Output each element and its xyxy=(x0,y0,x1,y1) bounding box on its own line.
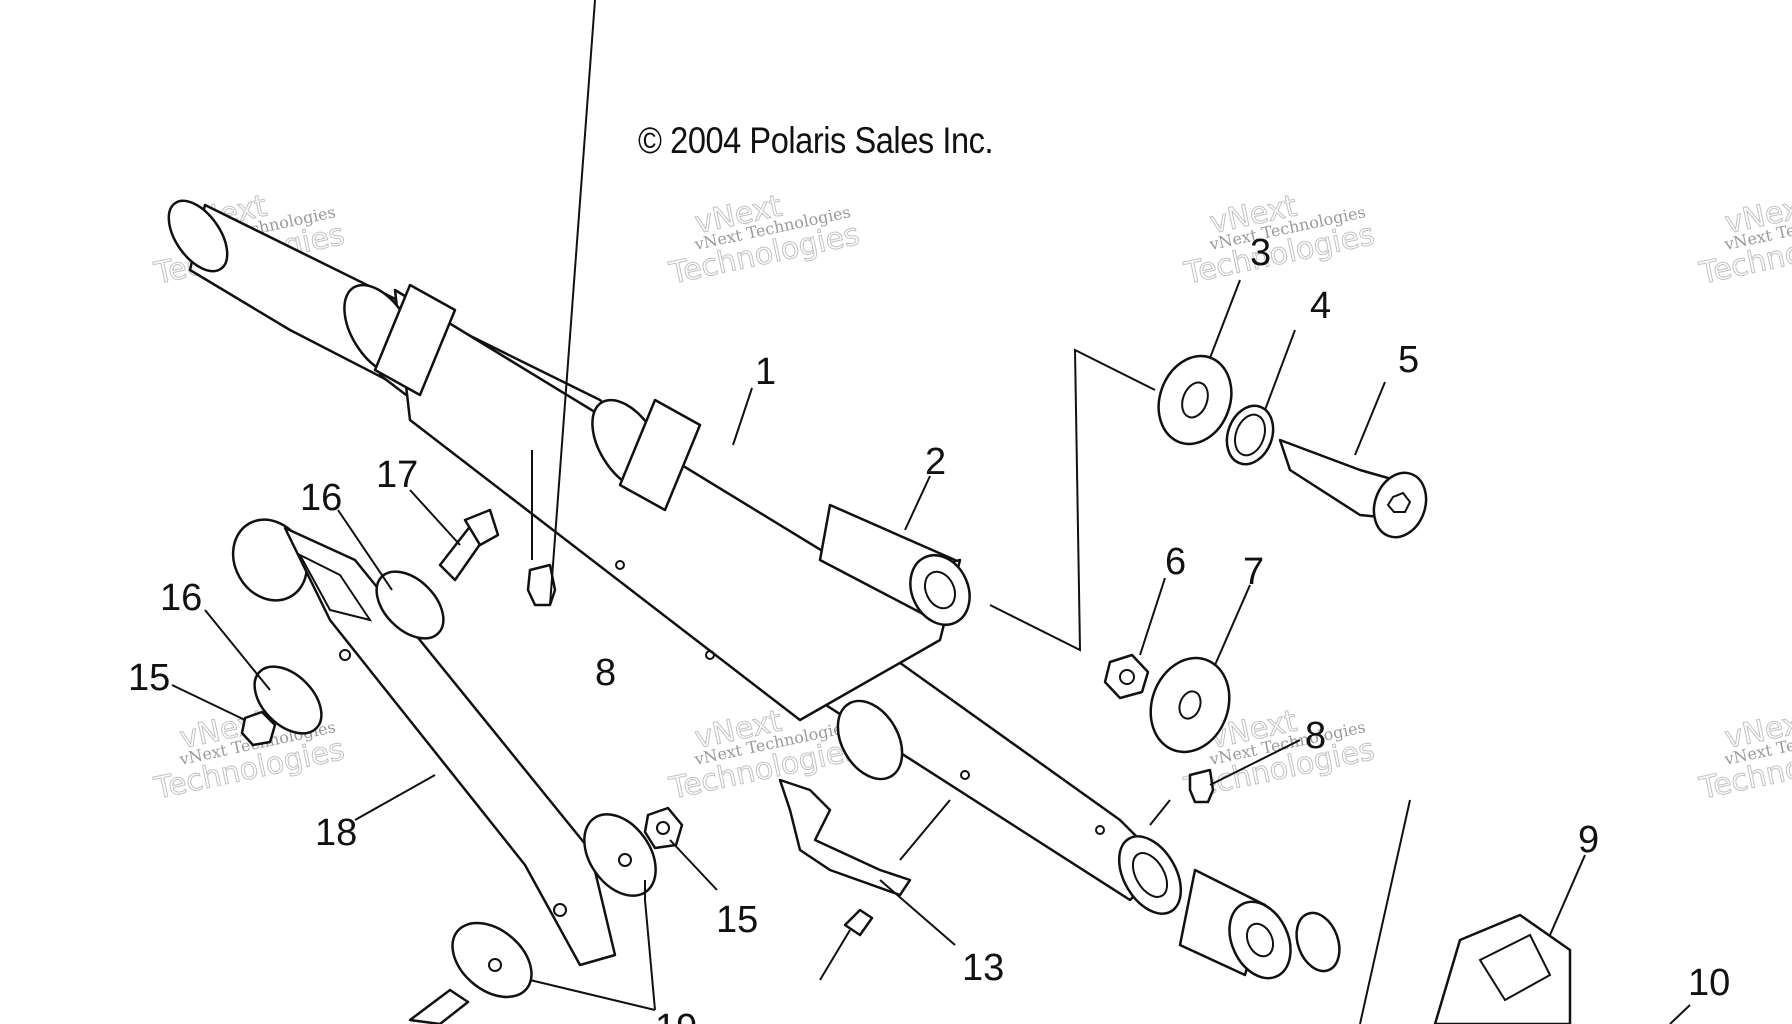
washer-part-16 xyxy=(375,570,445,640)
callout-3: 3 xyxy=(1250,232,1271,274)
callout-10: 10 xyxy=(1688,962,1730,1004)
bolt-part-17 xyxy=(438,508,500,582)
bushing-part xyxy=(1178,868,1292,980)
callout-18: 18 xyxy=(315,812,357,854)
watermark: vNext vNext Technologies Technologies xyxy=(1180,188,1378,292)
reference-lines xyxy=(899,348,1411,1024)
grease-fitting-part-8 xyxy=(1188,768,1215,804)
leader-lines xyxy=(171,0,1691,1024)
nut-part-15 xyxy=(240,710,277,747)
watermark: vNext vNext Technologies Technologies xyxy=(1695,188,1792,292)
callout-9: 9 xyxy=(1578,819,1599,861)
nut-part-15 xyxy=(643,806,684,850)
rivet-part xyxy=(819,908,874,981)
callout-labels: 1 2 3 4 5 6 7 8 8 9 10 13 15 15 16 16 17… xyxy=(128,232,1730,1024)
bracket-part xyxy=(778,778,912,897)
callout-15: 15 xyxy=(128,657,170,699)
callout-4: 4 xyxy=(1310,285,1331,327)
bolt-part xyxy=(408,988,470,1024)
hub-part-9 xyxy=(1433,913,1572,1024)
callout-15: 15 xyxy=(716,899,758,941)
snap-ring-part xyxy=(1295,911,1341,973)
callout-16: 16 xyxy=(160,577,202,619)
callout-19: 19 xyxy=(655,1007,697,1024)
washer-part-19 xyxy=(451,921,533,999)
washer-part-16 xyxy=(253,665,323,735)
swing-arm-part-1 xyxy=(167,199,1183,915)
callout-8: 8 xyxy=(1305,715,1326,757)
callout-17: 17 xyxy=(376,454,418,496)
callout-13: 13 xyxy=(962,947,1004,989)
callout-16: 16 xyxy=(300,477,342,519)
copyright-notice: © 2004 Polaris Sales Inc. xyxy=(638,120,994,161)
callout-1: 1 xyxy=(755,351,776,393)
callout-2: 2 xyxy=(925,441,946,483)
nut-part-6 xyxy=(1103,653,1150,700)
watermark: vNext vNext Technologies Technologies xyxy=(665,188,863,292)
callout-5: 5 xyxy=(1398,339,1419,381)
callout-7: 7 xyxy=(1243,551,1264,593)
washer-part-7 xyxy=(1149,656,1231,754)
lock-washer-part-4 xyxy=(1225,404,1275,466)
callout-8: 8 xyxy=(595,652,616,694)
bolt-part-5 xyxy=(1278,438,1428,539)
watermark: vNext vNext Technologies Technologies xyxy=(1695,703,1792,807)
callout-6: 6 xyxy=(1165,541,1186,583)
